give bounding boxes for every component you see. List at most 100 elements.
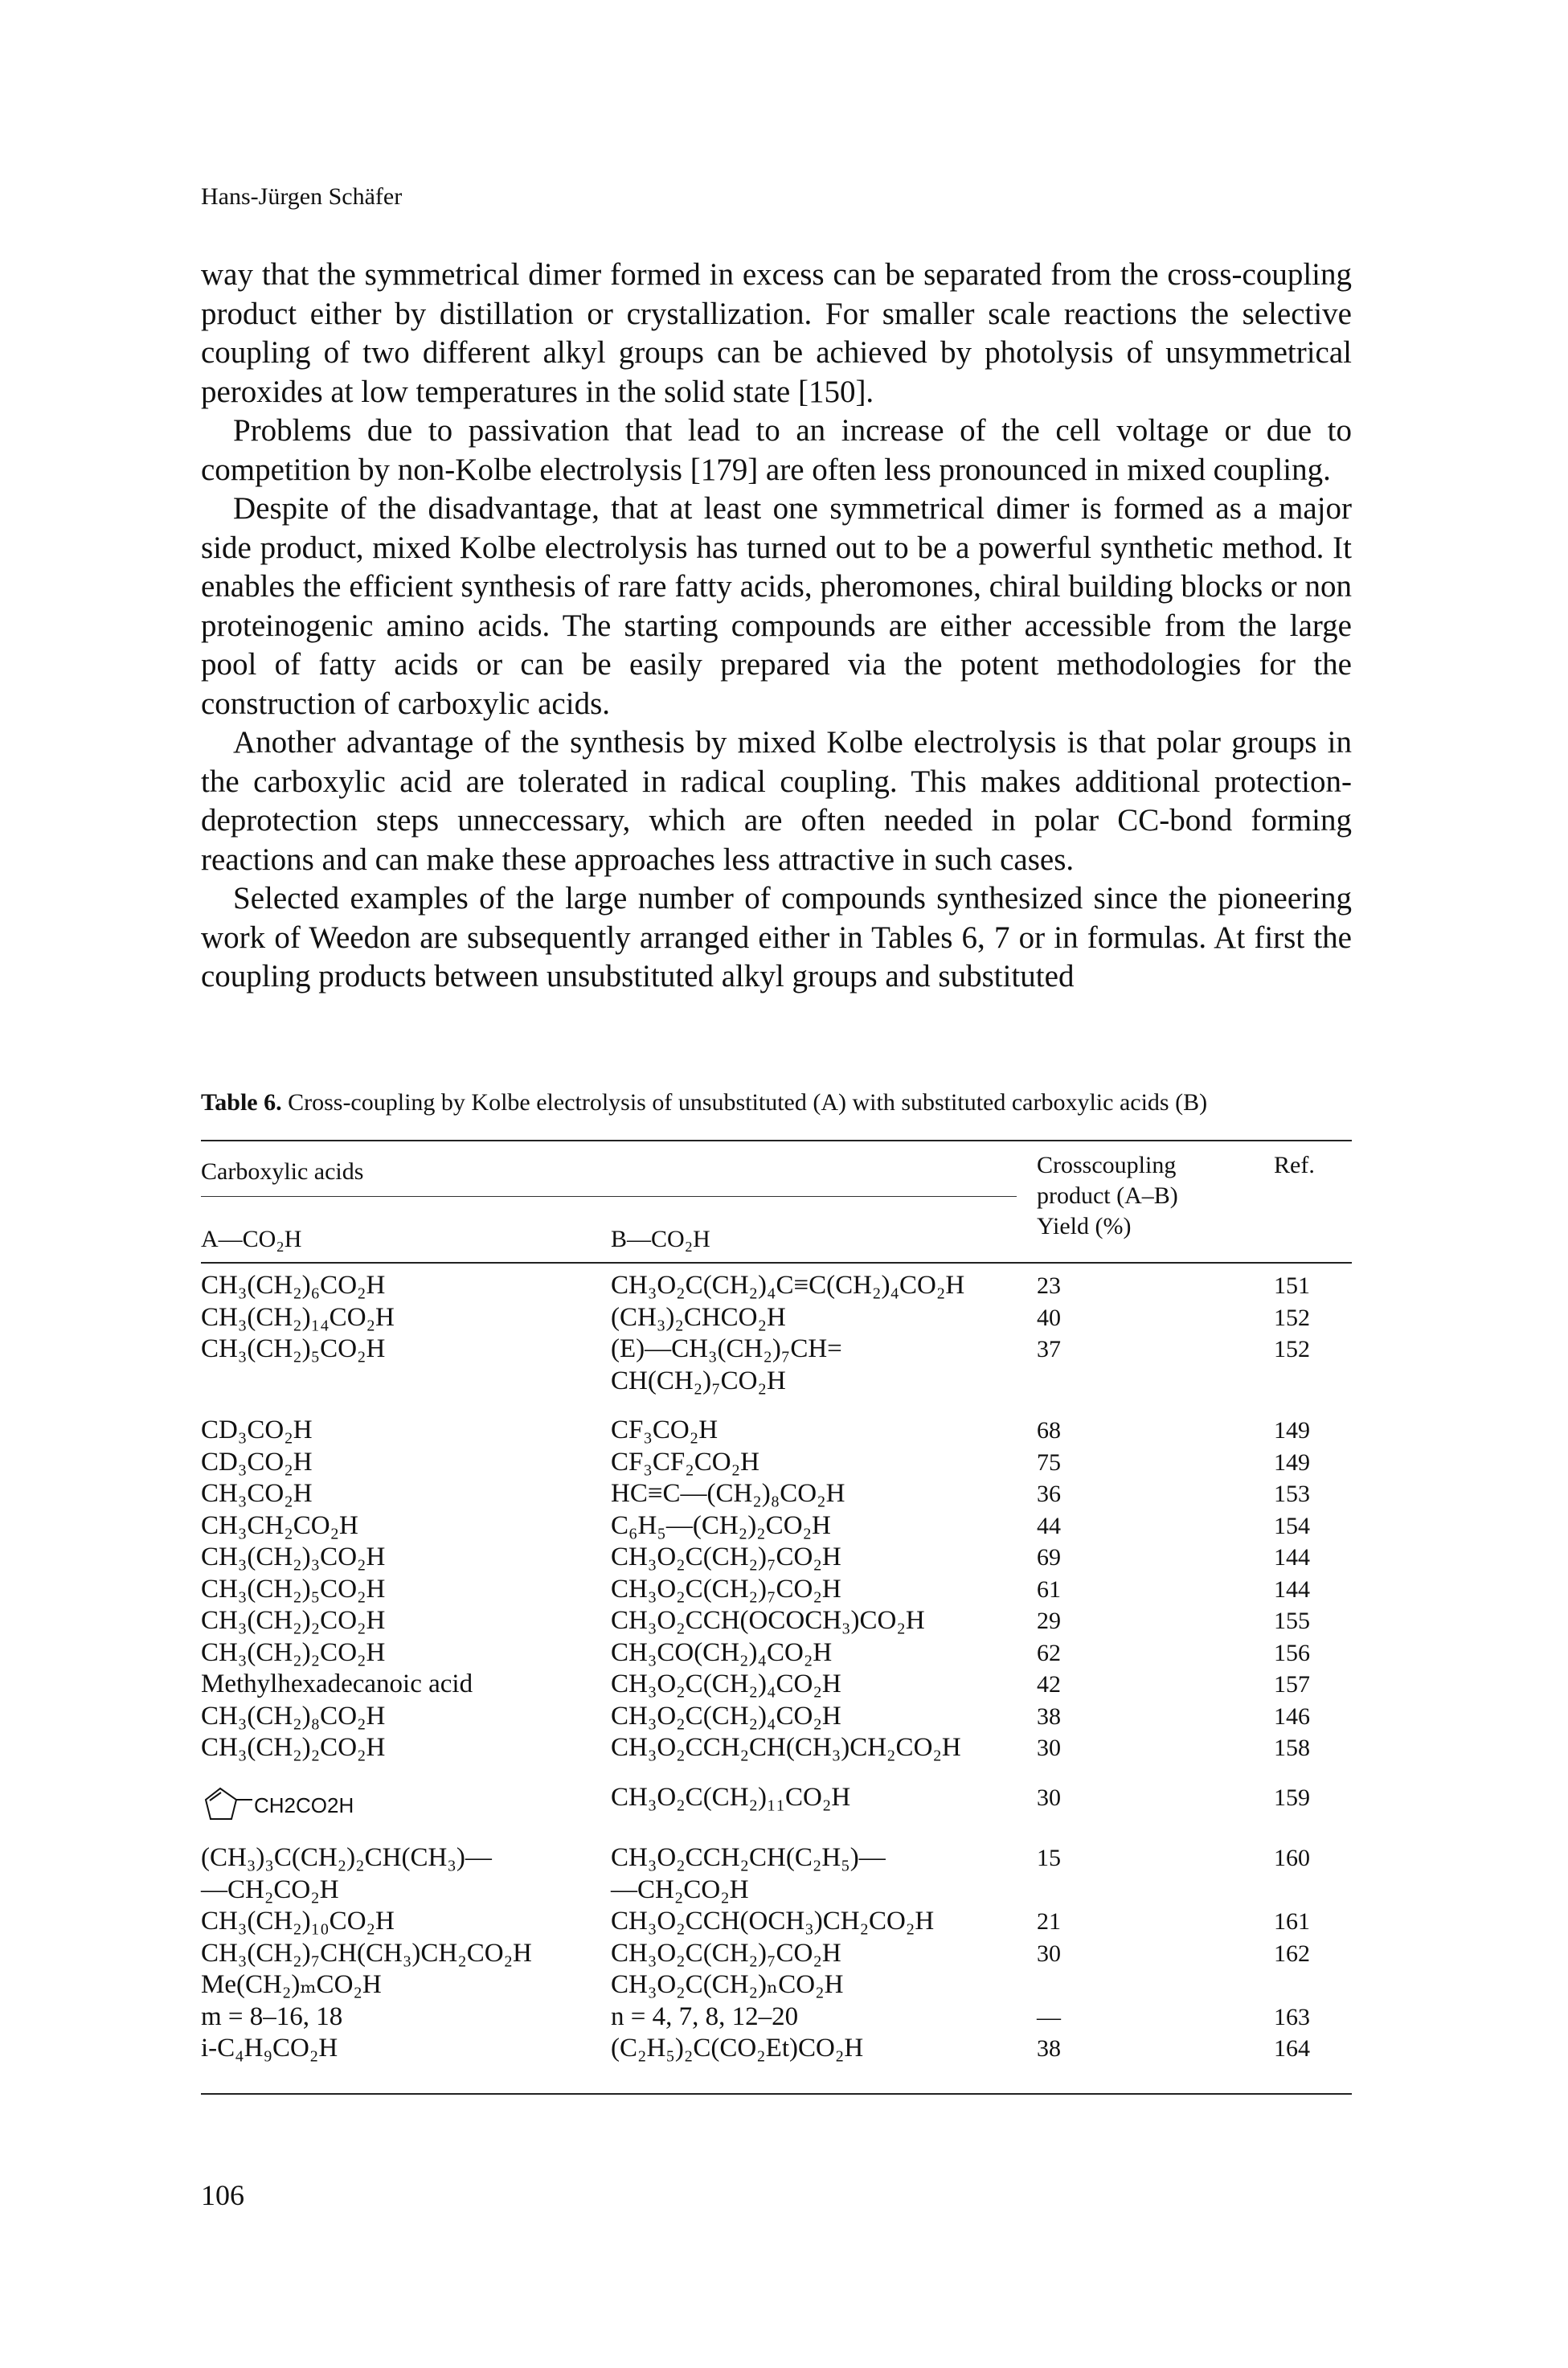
cell-ref: 144 — [1274, 1544, 1310, 1571]
header-ref: Ref. — [1274, 1152, 1315, 1178]
table-caption-text: Cross-coupling by Kolbe electrolysis of … — [288, 1089, 1208, 1116]
cell-acid-b: (CH₃)₂CHCO₂H — [611, 1302, 1061, 1334]
cell-acid-a: Methylhexadecanoic acid — [201, 1669, 595, 1701]
cell-acid-a-line: CH₃(CH₂)₂CO₂H — [201, 1637, 386, 1667]
cell-ref: 162 — [1274, 1940, 1310, 1967]
cell-acid-a-line: m = 8–16, 18 — [201, 2001, 343, 2031]
cell-acid-a-line: (CH₃)₃C(CH₂)₂CH(CH₃)— — [201, 1843, 492, 1872]
cell-yield: 75 — [1037, 1448, 1061, 1476]
cell-acid-b-line: CH₃O₂C(CH₂)₇CO₂H — [611, 1542, 841, 1571]
table-row: CH₃(CH₂)₆CO₂H CH₃O₂C(CH₂)₄C≡C(CH₂)₄CO₂H 23… — [201, 1270, 1352, 1302]
cell-ref: 154 — [1274, 1512, 1310, 1539]
cell-acid-a: CH₃(CH₂)₃CO₂H — [201, 1542, 595, 1574]
cell-yield: 37 — [1037, 1336, 1061, 1362]
cell-acid-a: CH₃(CH₂)₂CO₂H — [201, 1732, 595, 1764]
cell-ref: 160 — [1274, 1845, 1310, 1871]
cell-acid-a: CH₃(CH₂)₆CO₂H — [201, 1270, 595, 1302]
paragraph: Problems due to passivation that lead to… — [201, 413, 1352, 487]
cell-yield: 30 — [1037, 1940, 1061, 1967]
cell-acid-b-line: CH₃O₂C(CH₂)₄C≡C(CH₂)₄CO₂H — [611, 1271, 965, 1300]
cell-ref: 149 — [1274, 1448, 1310, 1476]
table-top-rule — [201, 1140, 1352, 1141]
header-divider — [201, 1196, 1017, 1197]
header-bottom-rule — [201, 1262, 1352, 1264]
cell-acid-b: CH₃O₂C(CH₂)₄C≡C(CH₂)₄CO₂H — [611, 1270, 1061, 1302]
cell-acid-a: (CH₃)₃C(CH₂)₂CH(CH₃)——CH₂CO₂H — [201, 1842, 595, 1906]
cell-yield: 30 — [1037, 1735, 1061, 1761]
row-gap — [201, 1397, 1352, 1415]
cell-acid-b: HC≡C—(CH₂)₈CO₂H — [611, 1478, 1061, 1510]
cell-acid-b-line: CH₃O₂C(CH₂)₁₁CO₂H — [611, 1782, 851, 1812]
cell-yield: 30 — [1037, 1784, 1061, 1811]
cell-yield: 69 — [1037, 1544, 1061, 1571]
cell-acid-b-line: n = 4, 7, 8, 12–20 — [611, 2001, 799, 2031]
cell-acid-a: CH₃(CH₂)₅CO₂H — [201, 1574, 595, 1606]
body-text: way that the symmetrical dimer formed in… — [201, 256, 1352, 997]
cell-acid-b: CH₃O₂CCH(OCOCH₃)CO₂H — [611, 1605, 1061, 1637]
cell-ref: 157 — [1274, 1671, 1310, 1698]
cell-yield: 40 — [1037, 1304, 1061, 1331]
cell-acid-a-line: CH₃(CH₂)₈CO₂H — [201, 1701, 386, 1731]
cell-acid-a: CH₃(CH₂)₇CH(CH₃)CH₂CO₂H — [201, 1938, 595, 1970]
paragraph: Despite of the disadvantage, that at lea… — [201, 491, 1352, 721]
table-row: CH₃(CH₂)₇CH(CH₃)CH₂CO₂H CH₃O₂C(CH₂)₇CO₂H 3… — [201, 1938, 1352, 1970]
cell-acid-b: CF₃CO₂H — [611, 1415, 1061, 1447]
cell-acid-b-line: CF₃CO₂H — [611, 1415, 718, 1444]
cell-acid-b-line: CH₃O₂CCH(OCOCH₃)CO₂H — [611, 1606, 925, 1635]
cell-ref: 149 — [1274, 1417, 1310, 1444]
cell-acid-b-line: (CH₃)₂CHCO₂H — [611, 1302, 786, 1332]
cell-acid-a: CH₃CO₂H — [201, 1478, 595, 1510]
cell-acid-b-line: CH(CH₂)₇CO₂H — [611, 1366, 786, 1395]
cell-yield: 38 — [1037, 2035, 1061, 2062]
cell-acid-a: CD₃CO₂H — [201, 1415, 595, 1447]
cell-acid-b-line: (C₂H₅)₂C(CO₂Et)CO₂H — [611, 2034, 864, 2063]
table-body: CH₃(CH₂)₆CO₂H CH₃O₂C(CH₂)₄C≡C(CH₂)₄CO₂H 23… — [201, 1270, 1352, 2065]
cell-ref: 163 — [1274, 2003, 1310, 2030]
cell-acid-b: CH₃O₂C(CH₂)₄CO₂H — [611, 1669, 1061, 1701]
cell-acid-a-line: —CH₂CO₂H — [201, 1874, 339, 1904]
cell-acid-b-line: CH₃O₂C(CH₂)ₙCO₂H — [611, 1970, 844, 1999]
cell-acid-a-line: CH₃CO₂H — [201, 1479, 313, 1508]
cell-acid-b: CF₃CF₂CO₂H — [611, 1447, 1061, 1479]
row-gap — [201, 1764, 1352, 1782]
cell-yield: 23 — [1037, 1272, 1061, 1299]
table-row: CH₃(CH₂)₅CO₂H(E)—CH₃(CH₂)₇CH=CH(CH₂)₇CO₂… — [201, 1334, 1352, 1397]
cell-acid-a-line: i-C₄H₉CO₂H — [201, 2034, 338, 2063]
cell-ref: 156 — [1274, 1639, 1310, 1666]
cell-acid-a-line: CD₃CO₂H — [201, 1447, 313, 1477]
cell-acid-a: CD₃CO₂H — [201, 1447, 595, 1479]
cell-acid-a: CH₃(CH₂)₁₄CO₂H — [201, 1302, 595, 1334]
cell-ref: 161 — [1274, 1908, 1310, 1935]
cell-acid-a: CH₃(CH₂)₈CO₂H — [201, 1701, 595, 1733]
cell-acid-b-line: CH₃O₂C(CH₂)₄CO₂H — [611, 1669, 841, 1698]
cell-acid-a-line: CH₃(CH₂)₅CO₂H — [201, 1574, 386, 1604]
cell-acid-b-line: CH₃O₂C(CH₂)₇CO₂H — [611, 1574, 841, 1604]
cell-acid-b: (C₂H₅)₂C(CO₂Et)CO₂H — [611, 2033, 1061, 2065]
cell-acid-b-line: CH₃CO(CH₂)₄CO₂H — [611, 1637, 833, 1667]
cell-ref: 159 — [1274, 1784, 1310, 1811]
cell-acid-a-line: CH₃(CH₂)₅CO₂H — [201, 1334, 386, 1363]
cell-yield: 38 — [1037, 1702, 1061, 1730]
cell-acid-b-line: CH₃O₂C(CH₂)₇CO₂H — [611, 1938, 841, 1968]
cell-acid-a: CH2CO2H — [201, 1787, 648, 1822]
header-col-b: B—CO₂H — [611, 1226, 710, 1252]
cell-yield: 42 — [1037, 1671, 1061, 1698]
cell-ref: 153 — [1274, 1481, 1310, 1507]
cyclopentenyl-ring-icon — [204, 1787, 252, 1820]
header-carboxylic-acids: Carboxylic acids — [201, 1158, 364, 1185]
cell-acid-b-line: C₆H₅—(CH₂)₂CO₂H — [611, 1510, 831, 1540]
cell-acid-a-line: CH₃(CH₂)₂CO₂H — [201, 1606, 386, 1635]
